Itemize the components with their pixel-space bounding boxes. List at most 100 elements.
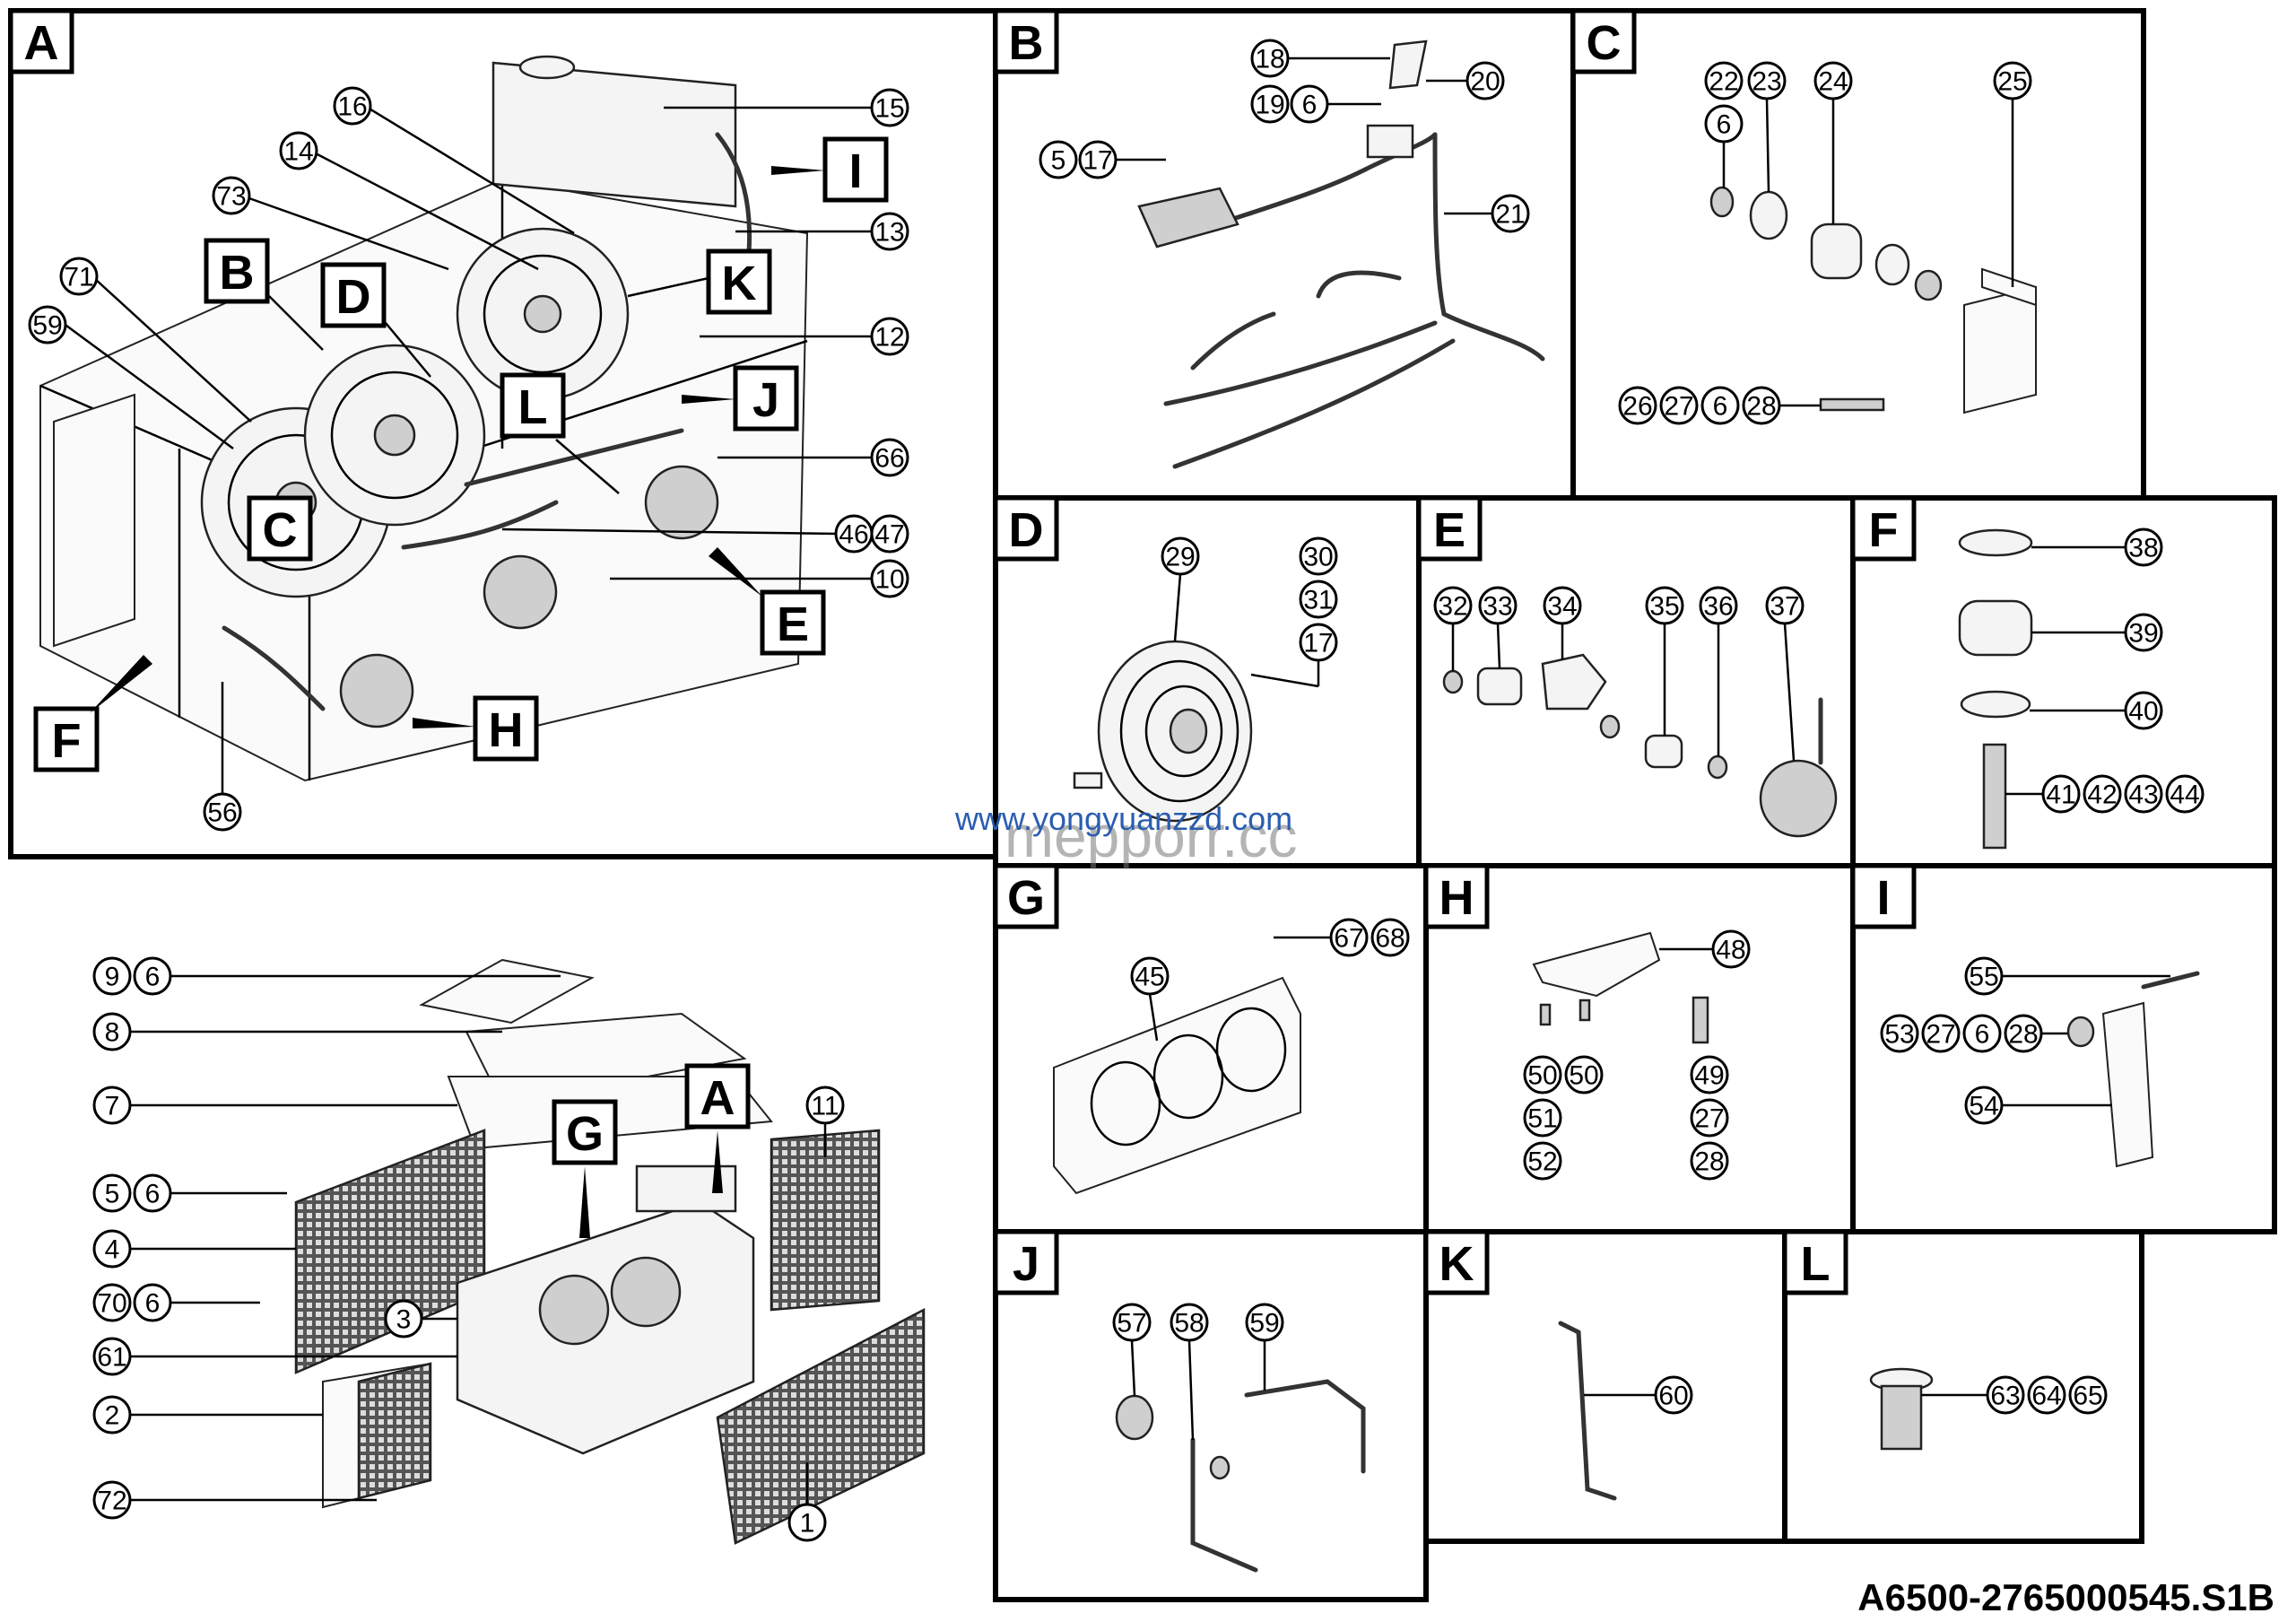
bubble-6a: 6 — [133, 956, 561, 996]
panel-tag-a: A — [8, 8, 74, 74]
bubble-44: 44 — [2165, 774, 2205, 814]
bubble-36: 36 — [1699, 586, 1738, 756]
svg-text:40: 40 — [2128, 697, 2158, 727]
bubble-39: 39 — [2031, 613, 2163, 652]
svg-text:25: 25 — [1997, 67, 2027, 97]
bubbles-d: 29 30 31 17 — [1161, 536, 1338, 686]
callout-j: J — [682, 365, 799, 432]
svg-text:71: 71 — [64, 263, 93, 292]
panel-tag-e: E — [1416, 495, 1483, 562]
svg-text:17: 17 — [1083, 146, 1112, 176]
bubble-17b: 17 — [1299, 623, 1338, 686]
svg-text:51: 51 — [1527, 1104, 1557, 1134]
bubble-68: 68 — [1370, 918, 1410, 957]
svg-text:18: 18 — [1255, 45, 1284, 74]
panel-k-strap — [1558, 1321, 1617, 1501]
bubble-30: 30 — [1299, 536, 1338, 576]
svg-text:54: 54 — [1969, 1092, 1998, 1121]
bubble-73: 73 — [212, 176, 449, 271]
bubble-28b: 28 — [1690, 1141, 1729, 1181]
svg-text:21: 21 — [1495, 200, 1525, 230]
panel-frames — [8, 8, 2277, 1602]
svg-text:H: H — [1439, 871, 1474, 925]
bubble-6d: 6 — [1290, 84, 1381, 124]
panel-b-harness — [1137, 39, 1545, 469]
bubble-71: 71 — [59, 257, 252, 423]
svg-text:48: 48 — [1716, 936, 1745, 965]
svg-text:K: K — [1439, 1237, 1474, 1291]
panel-tag-j: J — [993, 1229, 1059, 1295]
bubbles-e: 32 33 34 35 36 37 — [1433, 586, 1805, 762]
bubble-2: 2 — [92, 1395, 323, 1435]
bubble-61: 60 — [1584, 1375, 1693, 1415]
svg-text:1: 1 — [800, 1509, 815, 1539]
bubble-19: 19 — [1250, 84, 1290, 124]
panel-f-isolator — [1958, 528, 2033, 850]
bubble-6g: 6 — [1962, 1014, 2002, 1053]
bubble-21: 21 — [1444, 194, 1530, 233]
svg-text:B: B — [1009, 16, 1044, 70]
svg-text:42: 42 — [2087, 780, 2117, 810]
bubble-33: 33 — [1478, 586, 1518, 669]
bubble-17a: 17 — [1078, 140, 1166, 179]
panel-e-pump — [1442, 653, 1838, 838]
bubble-24: 24 — [1813, 61, 1853, 224]
bubble-63: 63 — [1921, 1375, 2025, 1415]
svg-text:19: 19 — [1255, 91, 1284, 120]
watermark-line2: mepporr.cc — [1004, 803, 1297, 869]
svg-text:9: 9 — [105, 963, 120, 992]
svg-text:6: 6 — [145, 1289, 161, 1319]
bubble-27c: 27 — [1921, 1014, 1961, 1053]
callout-e: E — [709, 547, 826, 656]
panel-tag-g: G — [993, 863, 1059, 929]
bubble-38: 38 — [2031, 528, 2163, 567]
bubble-22: 22 — [1704, 61, 1744, 100]
svg-text:6: 6 — [145, 1180, 161, 1209]
svg-text:28: 28 — [1694, 1147, 1724, 1177]
svg-text:2: 2 — [105, 1401, 120, 1431]
bubble-10: 10 — [610, 559, 909, 598]
svg-text:K: K — [722, 257, 757, 310]
panel-j-clamps — [1115, 1379, 1366, 1573]
panel-tag-l: L — [1782, 1229, 1848, 1295]
callout-l: L — [500, 372, 620, 494]
bubbles-k: 60 — [1584, 1375, 1693, 1415]
bubble-26: 26 — [1618, 386, 1657, 425]
svg-text:G: G — [1007, 871, 1045, 925]
svg-text:E: E — [1433, 503, 1465, 557]
svg-text:28: 28 — [2008, 1020, 2038, 1050]
svg-text:11: 11 — [811, 1092, 839, 1121]
panel-tag-c: C — [1570, 8, 1637, 74]
bubble-54: 54 — [1964, 1086, 2112, 1125]
svg-text:52: 52 — [1527, 1147, 1557, 1177]
exploded-assembly: G A — [294, 958, 926, 1545]
panel-tag-i: I — [1850, 863, 1917, 929]
panel-tag-f: F — [1850, 495, 1917, 562]
svg-text:20: 20 — [1470, 67, 1500, 97]
svg-text:64: 64 — [2031, 1382, 2061, 1411]
svg-text:24: 24 — [1818, 67, 1848, 97]
svg-text:46: 46 — [839, 520, 868, 550]
bubble-53: 53 — [1880, 1014, 1919, 1053]
bubble-62: 61 — [92, 1337, 457, 1376]
panel-tag-k: K — [1423, 1229, 1490, 1295]
bubble-58: 58 — [1170, 1303, 1209, 1441]
callout-i: I — [771, 136, 889, 203]
bubbles-l: 63 64 65 — [1921, 1375, 2108, 1415]
bubble-48: 48 — [1659, 929, 1751, 969]
bubble-40: 40 — [2030, 691, 2163, 730]
bubble-60: 59 — [28, 305, 234, 450]
svg-text:29: 29 — [1165, 543, 1195, 572]
svg-text:59: 59 — [1249, 1309, 1279, 1339]
panel-c-mount — [1709, 186, 2037, 414]
bubble-47: 47 — [870, 514, 909, 554]
bubble-28c: 28 — [2004, 1014, 2067, 1053]
panel-h-bracket — [1532, 931, 1709, 1044]
svg-text:27: 27 — [1664, 392, 1693, 422]
svg-text:I: I — [848, 144, 862, 198]
svg-text:31: 31 — [1303, 586, 1333, 615]
svg-text:28: 28 — [1746, 392, 1776, 422]
callout-b: B — [204, 238, 324, 351]
svg-text:45: 45 — [1135, 963, 1164, 992]
bubble-41: 41 — [2005, 774, 2081, 814]
